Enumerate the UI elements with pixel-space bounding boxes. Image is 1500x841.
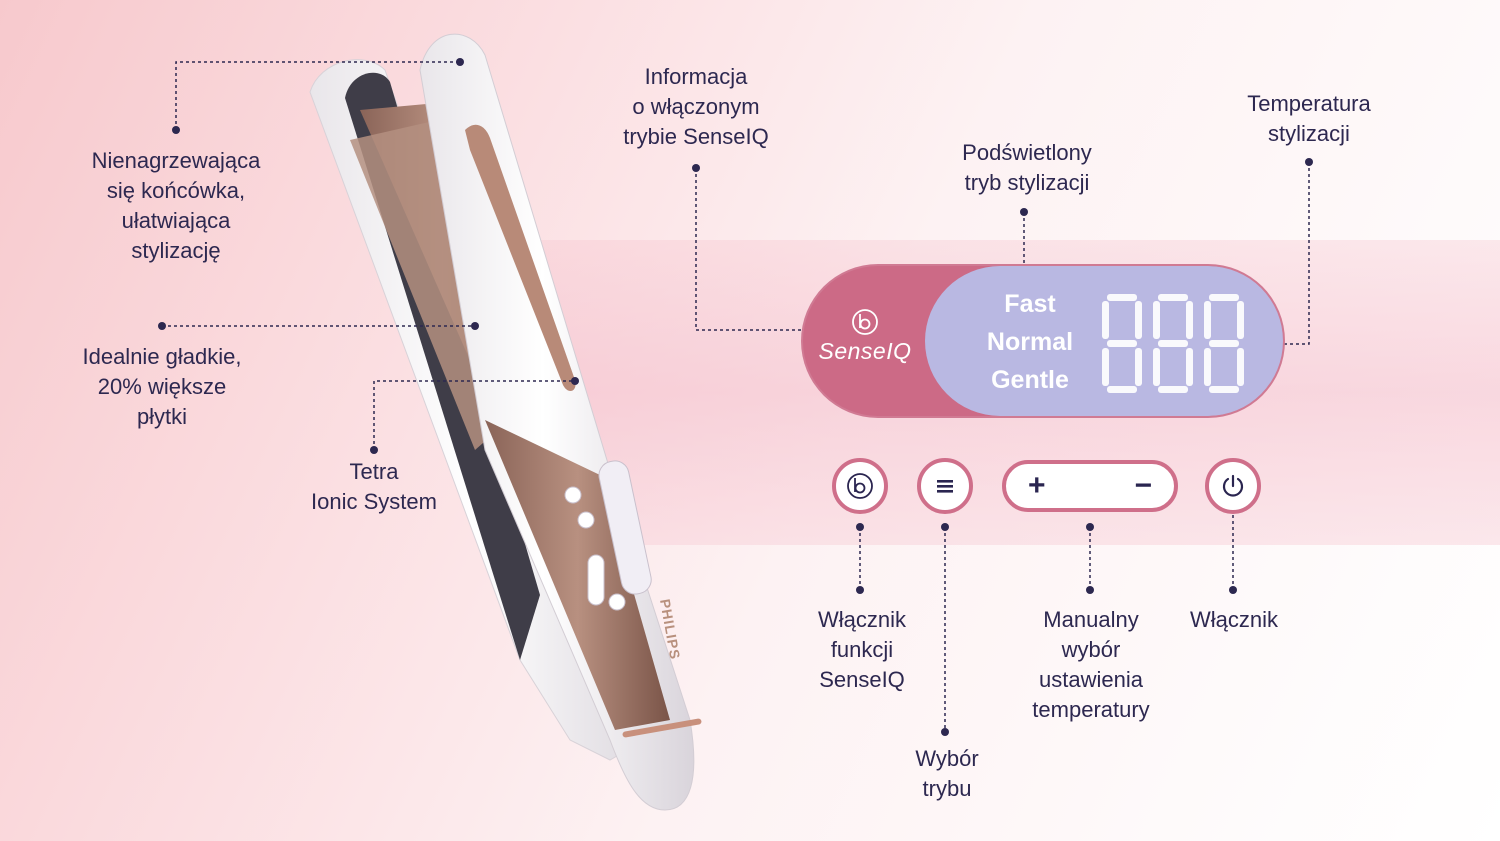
label-lit-mode: Podświetlony tryb stylizacji <box>927 138 1127 198</box>
label-manual-temperature: Manualny wybór ustawienia temperatury <box>1011 605 1171 725</box>
label-line: Informacja <box>644 64 748 89</box>
label-mode-select: Wybór trybu <box>887 744 1007 804</box>
label-line: się końcówka, <box>106 178 246 203</box>
label-line: trybie SenseIQ <box>623 124 769 149</box>
label-ionic-system: Tetra Ionic System <box>294 457 454 517</box>
label-line: płytki <box>136 404 188 429</box>
senseiq-icon <box>847 473 873 499</box>
temperature-digits <box>1102 294 1244 393</box>
power-icon <box>1222 474 1244 497</box>
label-line: SenseIQ <box>819 667 905 692</box>
label-line: o włączonym <box>632 94 760 119</box>
label-line: Nienagrzewająca <box>91 148 261 173</box>
label-line: Tetra <box>349 459 399 484</box>
senseiq-icon <box>852 309 878 335</box>
label-line: ustawienia <box>1039 667 1143 692</box>
label-line: Manualny <box>1043 607 1139 632</box>
label-line: Włącznik <box>817 607 906 632</box>
label-line: funkcji <box>830 637 894 662</box>
label-line: Podświetlony <box>962 140 1092 165</box>
senseiq-logo-text: SenseIQ <box>818 338 912 364</box>
label-line: temperatury <box>1032 697 1150 722</box>
label-line: Wybór <box>915 746 979 771</box>
label-line: wybór <box>1061 637 1121 662</box>
label-senseiq-switch: Włącznik funkcji SenseIQ <box>792 605 932 695</box>
temperature-up-button[interactable]: + <box>1028 469 1046 502</box>
mode-button[interactable] <box>917 458 973 514</box>
label-line: trybu <box>922 776 972 801</box>
hair-straightener-image: PHILIPS <box>309 33 702 811</box>
label-line: 20% większe <box>97 374 227 399</box>
mode-fast: Fast <box>1004 290 1056 318</box>
label-line: Ionic System <box>311 489 437 514</box>
menu-icon <box>937 480 953 493</box>
label-senseiq-info: Informacja o włączonym trybie SenseIQ <box>596 62 796 152</box>
label-power: Włącznik <box>1174 605 1294 635</box>
label-line: Idealnie gładkie, <box>82 344 242 369</box>
label-line: Temperatura <box>1247 91 1371 116</box>
label-line: stylizację <box>131 238 221 263</box>
temperature-down-button[interactable]: − <box>1134 469 1152 502</box>
label-line: stylizacji <box>1268 121 1350 146</box>
temperature-rocker[interactable]: + − <box>1002 460 1178 512</box>
senseiq-logo: SenseIQ <box>810 308 920 365</box>
power-button[interactable] <box>1205 458 1261 514</box>
label-plates: Idealnie gładkie, 20% większe płytki <box>62 342 262 432</box>
label-line: tryb stylizacji <box>964 170 1090 195</box>
mode-normal: Normal <box>986 328 1074 356</box>
label-line: ułatwiająca <box>121 208 231 233</box>
label-cool-tip: Nienagrzewająca się końcówka, ułatwiając… <box>76 146 276 266</box>
label-temperature: Temperatura stylizacji <box>1219 89 1399 149</box>
mode-gentle: Gentle <box>991 366 1069 394</box>
senseiq-button[interactable] <box>832 458 888 514</box>
label-line: Włącznik <box>1189 607 1278 632</box>
